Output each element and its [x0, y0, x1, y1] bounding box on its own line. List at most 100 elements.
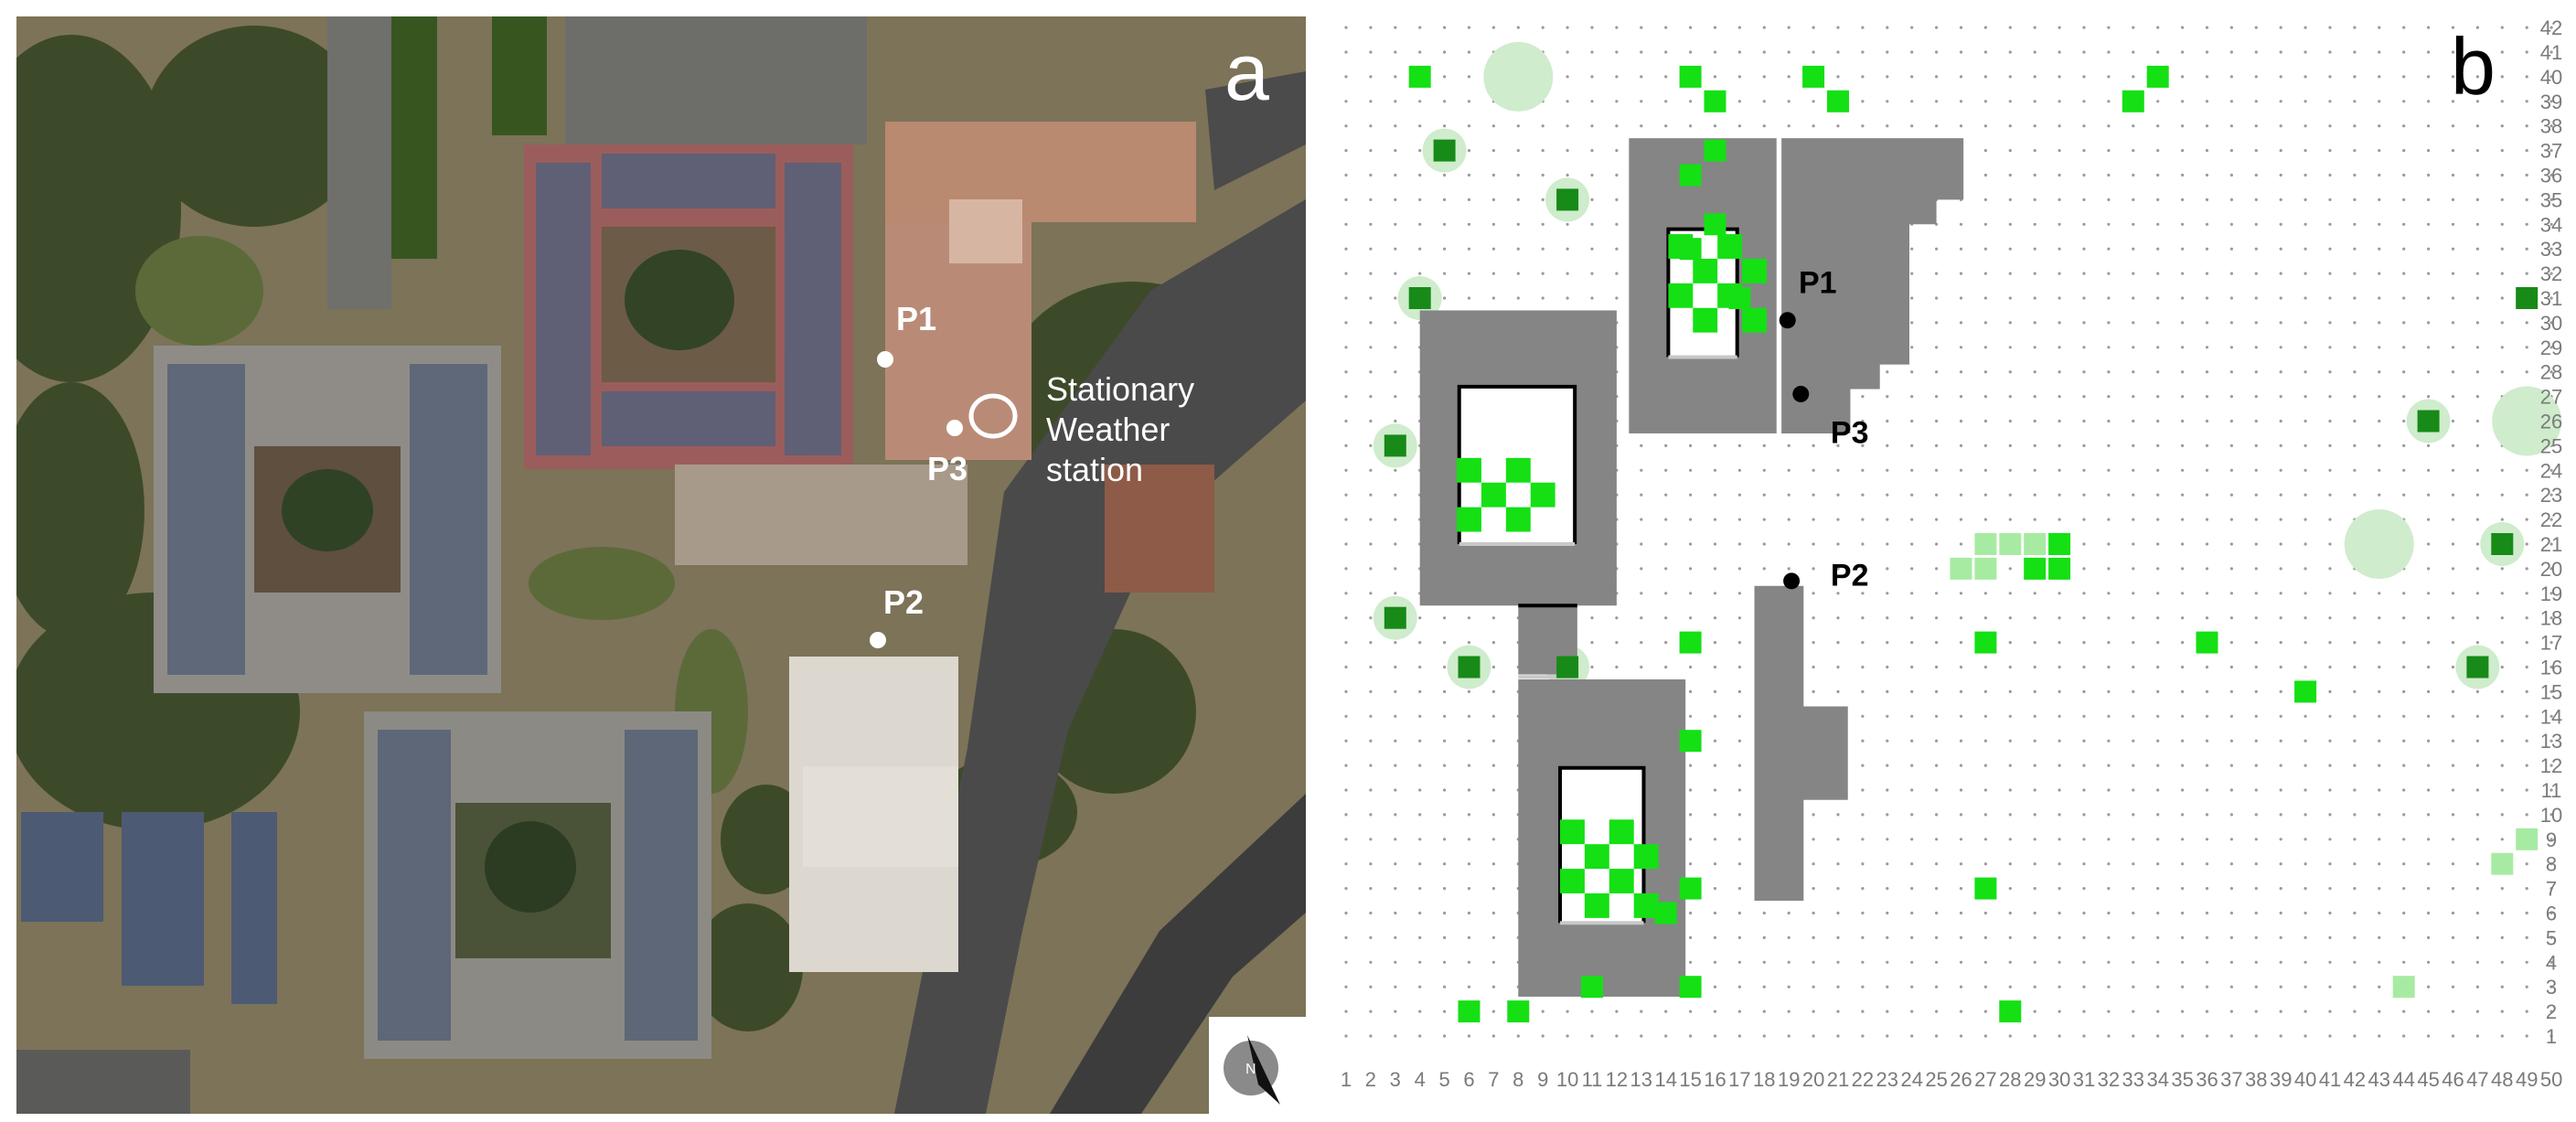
vegetation-tree-cell — [1556, 188, 1579, 211]
grid-dot — [2427, 395, 2431, 399]
grid-dot — [1861, 838, 1865, 841]
grid-dot — [1443, 641, 1447, 645]
x-tick-label: 36 — [2196, 1068, 2218, 1091]
grid-dot — [2181, 813, 2185, 817]
grid-dot — [2058, 75, 2061, 79]
grid-dot — [2058, 592, 2061, 595]
grid-dot — [1910, 443, 1914, 447]
grid-dot — [1910, 272, 1914, 275]
x-tick-label: 10 — [1556, 1068, 1578, 1091]
grid-dot — [2549, 887, 2553, 891]
grid-dot — [2303, 321, 2307, 325]
y-tick-label: 26 — [2540, 411, 2562, 433]
grid-dot — [1910, 764, 1914, 767]
grid-dot — [1910, 935, 1914, 939]
grid-dot — [1344, 985, 1348, 988]
grid-dot — [1762, 1034, 1766, 1038]
grid-dot — [2303, 542, 2307, 546]
grid-dot — [2132, 370, 2135, 374]
grid-dot — [2328, 542, 2332, 546]
grid-dot — [1344, 100, 1348, 103]
grid-dot — [1541, 124, 1545, 128]
grid-dot — [2082, 222, 2086, 226]
grid-dot — [2132, 764, 2135, 767]
grid-dot — [1394, 862, 1397, 866]
grid-dot — [2058, 616, 2061, 620]
grid-dot — [1615, 198, 1619, 201]
grid-dot — [2378, 419, 2381, 423]
grid-dot — [2008, 149, 2012, 153]
grid-dot — [2229, 1010, 2233, 1013]
grid-dot — [2525, 100, 2528, 103]
grid-dot — [1737, 911, 1741, 915]
grid-dot — [2328, 665, 2332, 669]
grid-dot — [2107, 862, 2111, 866]
grid-dot — [2549, 124, 2553, 128]
grid-dot — [2107, 370, 2111, 374]
grid-dot — [1467, 641, 1471, 645]
grid-dot — [2033, 1010, 2036, 1013]
grid-dot — [2279, 419, 2282, 423]
x-tick-label: 47 — [2466, 1068, 2488, 1091]
grid-dot — [2500, 665, 2504, 669]
grid-dot — [2205, 443, 2209, 447]
grid-dot — [1935, 665, 1939, 669]
grid-dot — [2328, 935, 2332, 939]
grid-dot — [2082, 592, 2086, 595]
grid-dot — [2402, 838, 2406, 841]
grid-dot — [2254, 468, 2258, 472]
grid-dot — [1886, 960, 1889, 964]
grid-dot — [2525, 370, 2528, 374]
grid-dot — [1713, 124, 1717, 128]
grid-dot — [1959, 616, 1963, 620]
grid-dot — [1935, 592, 1939, 595]
vegetation-tree-cell — [1384, 606, 1406, 629]
grid-dot — [1713, 665, 1717, 669]
grid-dot — [2132, 985, 2135, 988]
grid-dot — [1935, 296, 1939, 300]
grid-dot — [2033, 714, 2036, 718]
grid-dot — [2082, 985, 2086, 988]
grid-dot — [1910, 689, 1914, 694]
grid-dot — [1664, 50, 1668, 54]
grid-dot — [2058, 838, 2061, 841]
grid-dot — [1615, 75, 1619, 79]
grid-dot — [2549, 985, 2553, 988]
grid-dot — [1664, 665, 1668, 669]
grid-dot — [2132, 346, 2135, 349]
grid-dot — [2353, 739, 2357, 743]
grid-dot — [1467, 788, 1471, 792]
grid-dot — [1983, 149, 1987, 153]
grid-dot — [2402, 222, 2406, 226]
grid-dot — [1910, 419, 1914, 423]
grid-dot — [2205, 788, 2209, 792]
grid-dot — [1467, 911, 1471, 915]
grid-dot — [2107, 764, 2111, 767]
grid-dot — [2378, 862, 2381, 866]
grid-dot — [2229, 862, 2233, 866]
grid-dot — [1935, 26, 1939, 29]
grid-dot — [2254, 1034, 2258, 1038]
grid-dot — [2328, 714, 2332, 718]
vegetation-shrub-cell — [1999, 533, 2022, 555]
vegetation-grass-cell — [1458, 1000, 1480, 1023]
grid-dot — [2451, 567, 2455, 571]
grid-dot — [1590, 173, 1594, 177]
grid-dot — [1418, 149, 1422, 153]
grid-dot — [1762, 75, 1766, 79]
grid-dot — [1713, 592, 1717, 595]
grid-dot — [2058, 960, 2061, 964]
grid-dot — [2303, 567, 2307, 571]
x-tick-label: 8 — [1512, 1068, 1523, 1091]
grid-dot — [2378, 838, 2381, 841]
grid-dot — [2378, 1034, 2381, 1038]
buildings — [1419, 138, 1964, 997]
grid-dot — [1935, 542, 1939, 546]
grid-dot — [2033, 100, 2036, 103]
grid-dot — [2427, 50, 2431, 54]
grid-dot — [2353, 592, 2357, 595]
grid-dot — [2008, 173, 2012, 177]
grid-dot — [2254, 935, 2258, 939]
grid-dot — [2181, 272, 2185, 275]
grid-dot — [2427, 862, 2431, 866]
